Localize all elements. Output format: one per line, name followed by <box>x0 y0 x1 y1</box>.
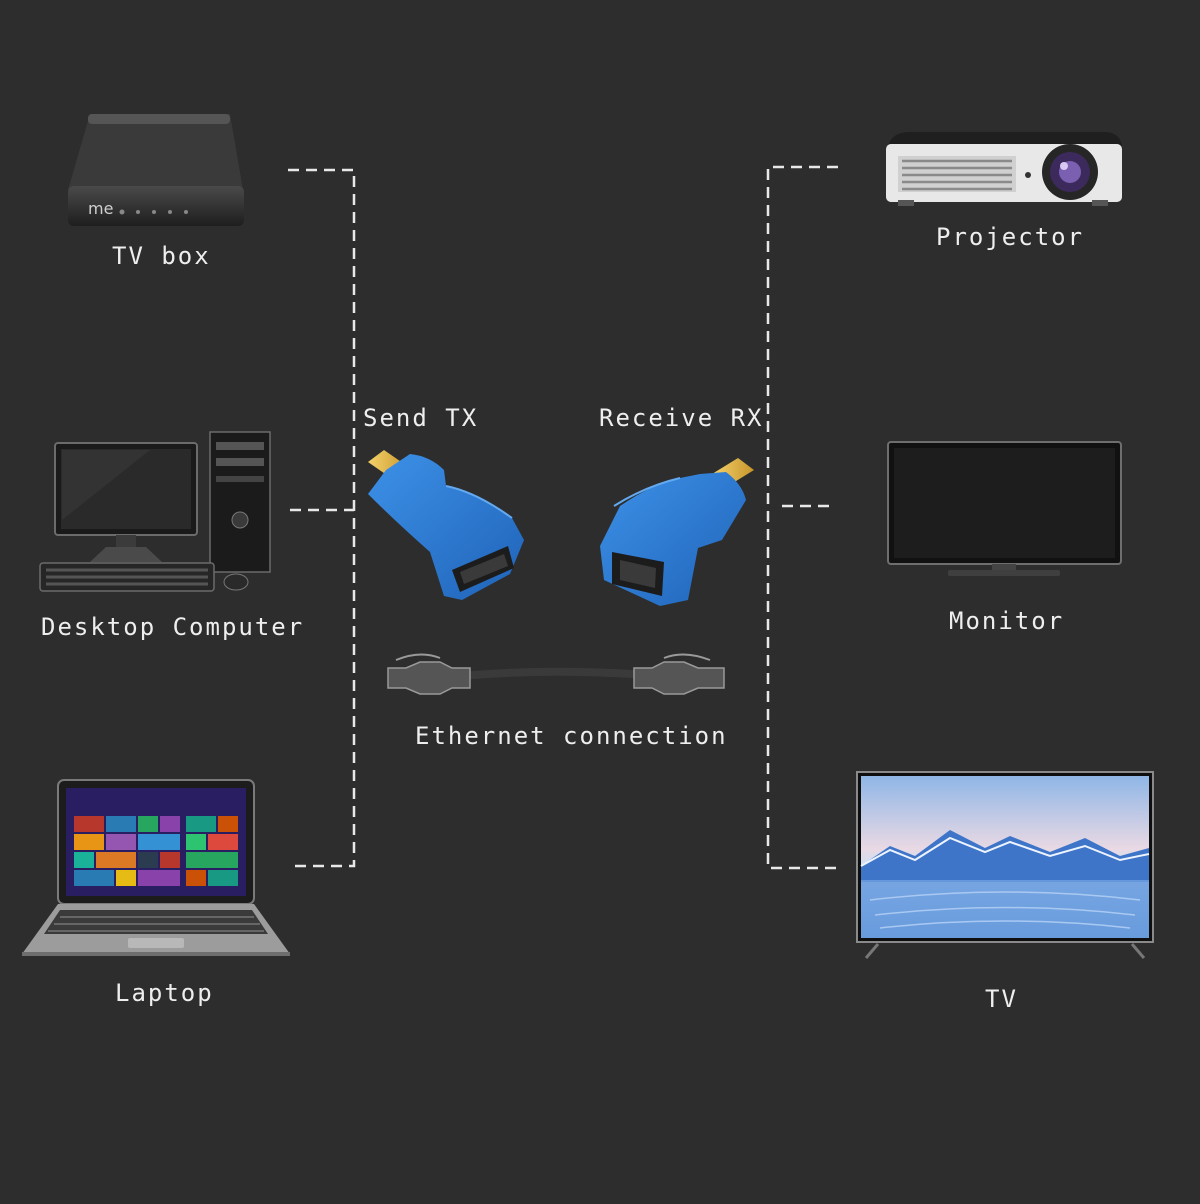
desktop-computer-icon <box>39 431 271 592</box>
receive-rx-label: Receive RX <box>599 404 764 432</box>
tv-box-icon: me <box>68 114 244 226</box>
laptop-icon <box>22 779 290 956</box>
send-tx-label: Send TX <box>363 404 479 432</box>
display-connector <box>766 165 838 870</box>
laptop-label: Laptop <box>115 979 214 1007</box>
tv-icon <box>856 771 1154 959</box>
svg-text:me: me <box>88 199 113 218</box>
desktop-computer-label: Desktop Computer <box>41 613 305 641</box>
source-connector <box>288 168 356 868</box>
tv-box-label: TV box <box>112 242 211 270</box>
hdmi-receiver-icon <box>600 458 754 606</box>
tv-label: TV <box>985 985 1018 1013</box>
ethernet-connection-label: Ethernet connection <box>415 722 728 750</box>
projector-icon <box>886 132 1122 206</box>
monitor-icon <box>887 441 1122 576</box>
monitor-label: Monitor <box>949 607 1065 635</box>
projector-label: Projector <box>936 223 1085 251</box>
hdmi-transmitter-icon <box>368 450 524 600</box>
ethernet-cable-icon <box>387 653 725 695</box>
